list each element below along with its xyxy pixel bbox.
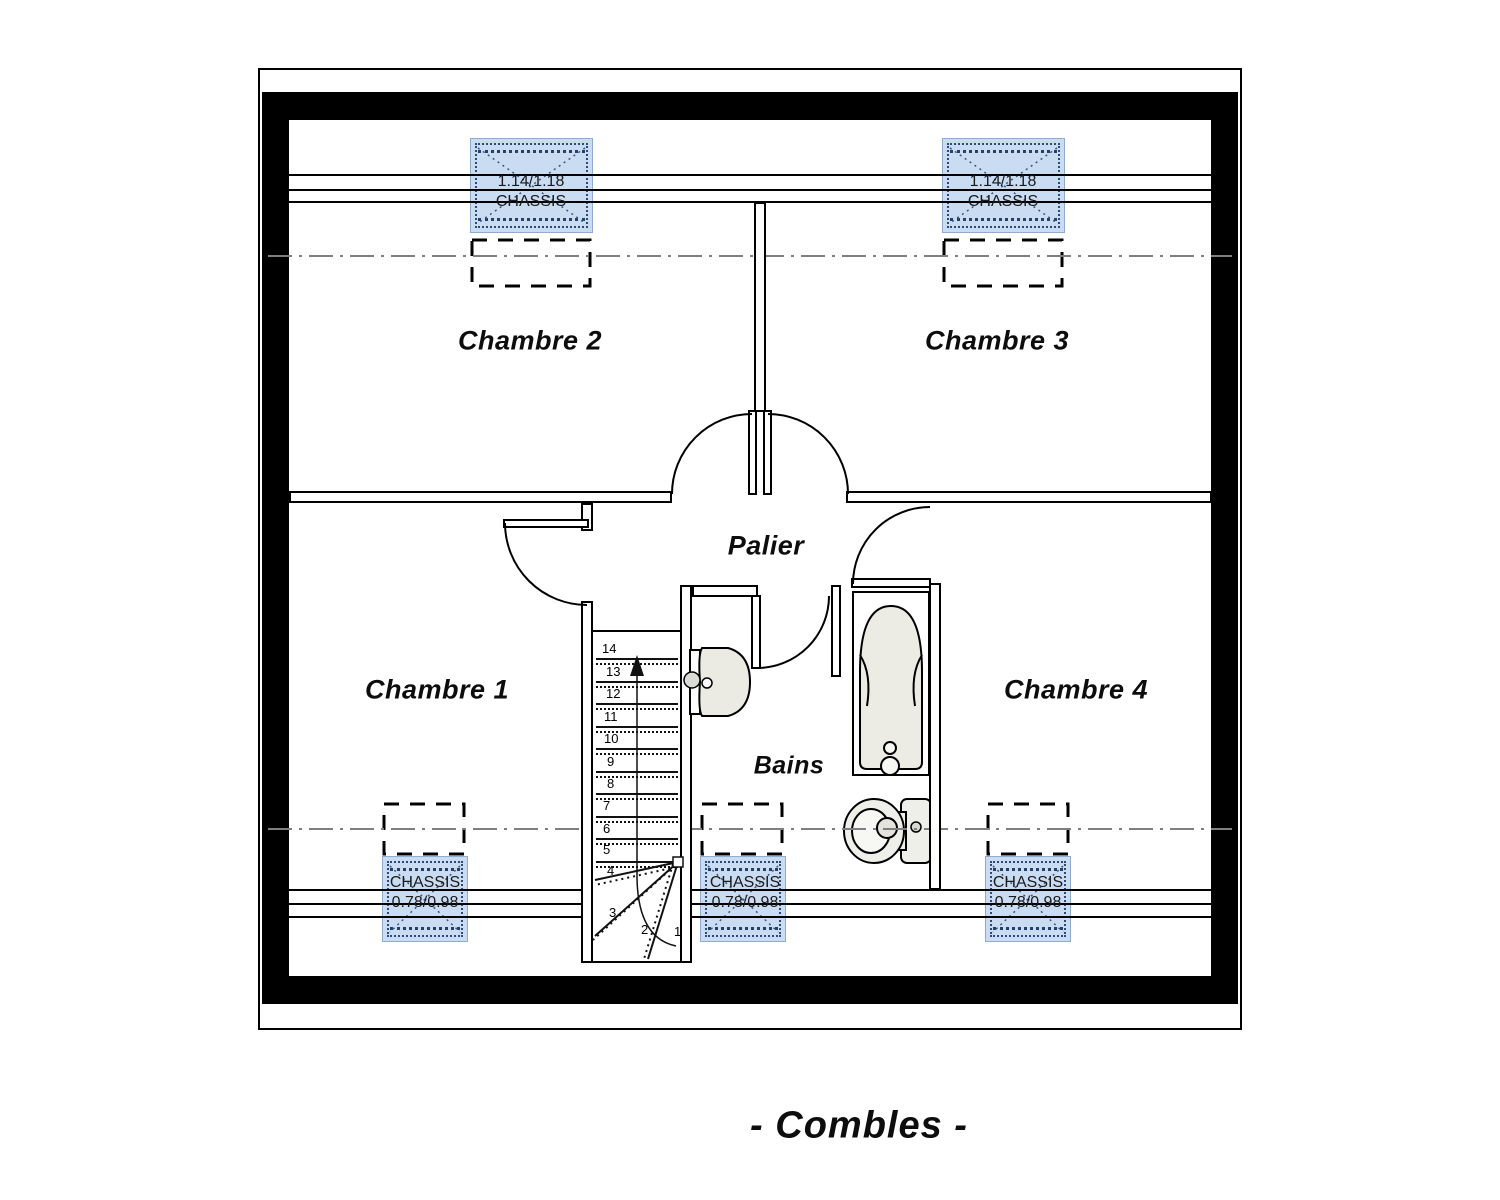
window-label-bottom-right: CHASSIS 0.78/0.98 xyxy=(993,873,1063,912)
door-leaf-chambre3 xyxy=(763,410,772,495)
room-label-chambre2: Chambre 2 xyxy=(457,325,603,356)
wall-chambre3-south xyxy=(846,491,1212,503)
window-name: CHASSIS xyxy=(992,874,1064,891)
knee-wall-line xyxy=(289,174,1211,176)
door-arc-chambre1 xyxy=(504,522,588,606)
exterior-wall-right xyxy=(1211,92,1238,1004)
bathtub-basin xyxy=(859,604,923,770)
window-name: CHASSIS xyxy=(389,874,461,891)
step-number: 5 xyxy=(603,842,611,857)
step-number: 11 xyxy=(604,709,618,724)
window-size: 1.14/1.18 xyxy=(969,173,1037,190)
window-size: 0.78/0.98 xyxy=(711,893,779,911)
axis-line-bottom xyxy=(268,828,1232,830)
door-leaf-chambre2 xyxy=(748,410,757,495)
door-leaf-chambre4 xyxy=(851,578,931,588)
knee-wall-line xyxy=(289,201,1211,203)
window-cross-hatch xyxy=(389,147,1064,933)
door-arc-chambre4 xyxy=(852,506,931,585)
bathtub-overflow xyxy=(880,756,900,776)
window-name: CHASSIS xyxy=(495,192,567,210)
wall-chambre2-chambre3 xyxy=(754,202,766,412)
step-number: 4 xyxy=(607,863,615,878)
wall-chambre1-stair xyxy=(581,601,593,963)
knee-wall-line xyxy=(289,916,1211,918)
window-hatch xyxy=(390,927,460,930)
window-label-bottom-middle: CHASSIS 0.78/0.98 xyxy=(710,873,780,912)
window-hatch xyxy=(708,927,778,930)
washbasin-bowl xyxy=(698,647,752,717)
window-size: 0.78/0.98 xyxy=(391,893,459,911)
step-number: 3 xyxy=(609,905,617,920)
window-label-bottom-left: CHASSIS 0.78/0.98 xyxy=(390,873,460,912)
window-hatch xyxy=(708,868,778,871)
door-arc-bains xyxy=(756,595,830,669)
window-size: 0.78/0.98 xyxy=(994,893,1062,911)
window-hatch xyxy=(950,150,1057,153)
door-leaf-chambre1 xyxy=(503,519,589,528)
room-label-chambre4: Chambre 4 xyxy=(1003,674,1149,705)
window-label-top-right: 1.14/1.18 CHASSIS xyxy=(968,172,1038,211)
wall-bains-north-left xyxy=(692,585,758,597)
roof-window-top-left xyxy=(470,138,593,233)
door-arc-chambre3 xyxy=(767,413,849,495)
knee-wall-line xyxy=(289,903,1211,905)
bathtub-drain xyxy=(883,741,897,755)
wall-chambre1-chambre2 xyxy=(289,491,672,503)
page-title: - Combles - xyxy=(750,1104,968,1147)
window-hatch xyxy=(390,868,460,871)
winder-pivot xyxy=(672,856,684,868)
roof-window-top-right xyxy=(942,138,1065,233)
winder-steps xyxy=(592,861,679,960)
step-number: 7 xyxy=(603,798,611,813)
room-label-chambre3: Chambre 3 xyxy=(924,325,1070,356)
step-number: 14 xyxy=(602,641,617,656)
step-number: 8 xyxy=(607,776,615,791)
door-leaf-bains xyxy=(751,595,761,669)
knee-wall-line xyxy=(289,889,1211,891)
window-hatch xyxy=(993,927,1063,930)
axis-line-top xyxy=(268,255,1232,257)
exterior-wall-top xyxy=(262,92,1238,120)
step-number: 10 xyxy=(604,731,619,746)
room-label-bains: Bains xyxy=(753,751,825,780)
window-label-top-left: 1.14/1.18 CHASSIS xyxy=(496,172,566,211)
room-label-chambre1: Chambre 1 xyxy=(364,674,510,705)
stair-walking-line xyxy=(630,655,677,947)
step-number: 1 xyxy=(674,924,682,939)
step-number: 13 xyxy=(606,664,621,679)
exterior-wall-bottom xyxy=(262,976,1238,1004)
step-number: 6 xyxy=(603,821,611,836)
faucet xyxy=(683,671,701,689)
step-number: 2 xyxy=(641,922,649,937)
window-hatch xyxy=(478,150,585,153)
window-hatch xyxy=(478,218,585,221)
window-hatch xyxy=(950,218,1057,221)
knee-wall-line xyxy=(289,189,1211,191)
faucet xyxy=(701,677,713,689)
bathtub xyxy=(852,591,930,776)
window-size: 1.14/1.18 xyxy=(497,173,565,190)
window-hatch xyxy=(993,868,1063,871)
window-name: CHASSIS xyxy=(709,874,781,891)
window-name: CHASSIS xyxy=(967,192,1039,210)
wall-bathtub-side xyxy=(831,585,841,677)
room-label-palier: Palier xyxy=(727,530,805,561)
step-number: 12 xyxy=(606,686,621,701)
washbasin xyxy=(683,647,752,717)
step-number: 9 xyxy=(607,754,615,769)
door-arc-chambre2 xyxy=(671,413,753,495)
door-swing-arcs xyxy=(504,413,931,669)
exterior-wall-left xyxy=(262,92,289,1004)
direction-arrow xyxy=(630,655,644,676)
